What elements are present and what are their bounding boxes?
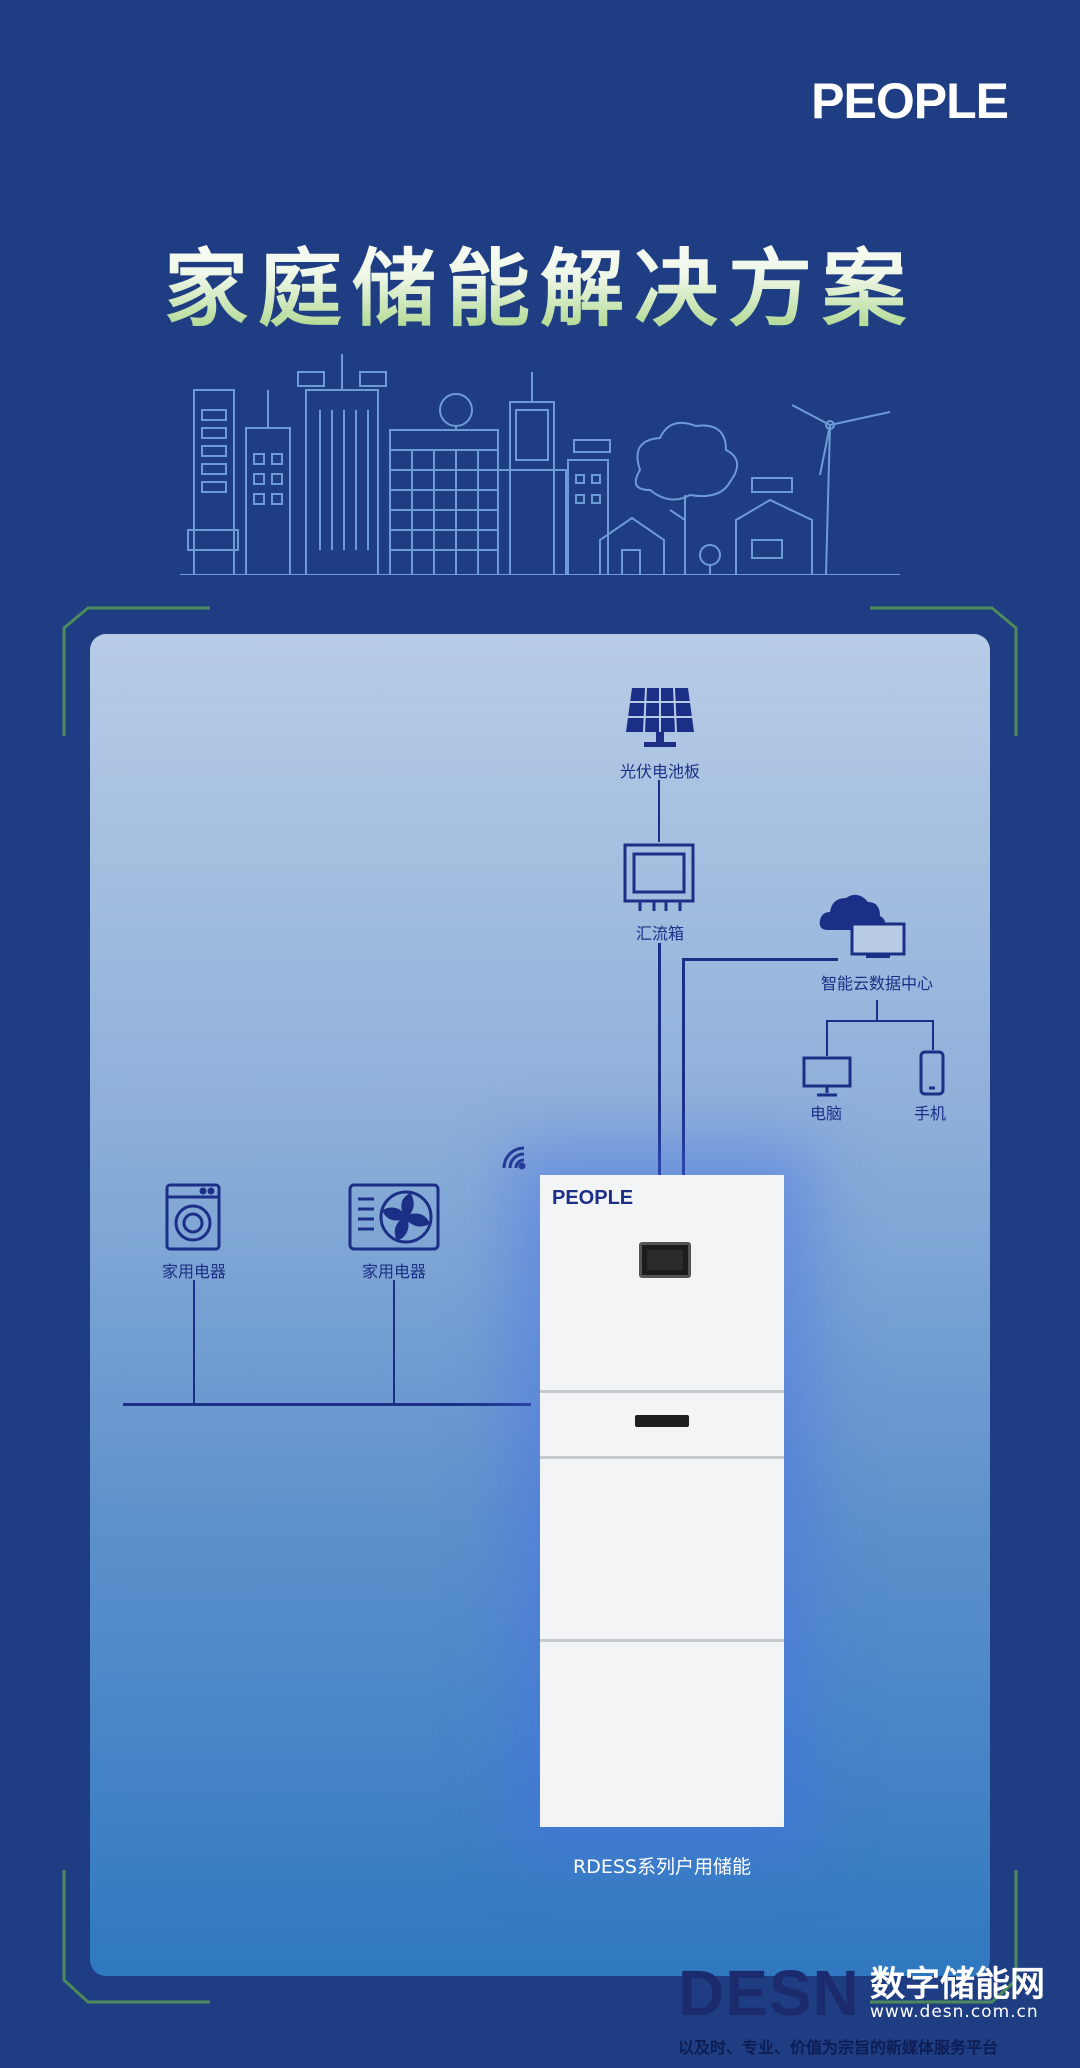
- product-caption: RDESS系列户用储能: [573, 1856, 751, 1878]
- product-seam: [540, 1639, 784, 1642]
- phone-icon: [919, 1050, 945, 1096]
- frame-corner-top-right: [870, 606, 1018, 736]
- watermark-name: 数字储能网: [870, 1965, 1046, 2005]
- wifi-icon: [502, 1146, 526, 1170]
- appliance2-label: 家用电器: [361, 1262, 426, 1281]
- line-home-bus: [123, 1403, 531, 1406]
- computer-icon: [802, 1056, 852, 1097]
- line-to-phone: [932, 1020, 934, 1050]
- ac-unit-icon: [348, 1183, 440, 1251]
- product-brand: PEOPLE: [552, 1187, 634, 1209]
- line-appliance2: [393, 1280, 395, 1404]
- product-display-screen: [639, 1242, 691, 1278]
- cloud-server-icon: [819, 894, 906, 958]
- product-seam: [540, 1390, 784, 1393]
- combiner-box-icon: [623, 843, 695, 911]
- page-title: 家庭储能解决方案: [0, 222, 1080, 343]
- appliance1-label: 家用电器: [161, 1262, 226, 1281]
- line-cloud-to-product: [682, 958, 685, 1177]
- phone-label: 手机: [913, 1104, 946, 1123]
- tall-tower: [297, 354, 387, 575]
- frame-corner-bottom-left: [62, 1870, 210, 2004]
- line-device-branch: [826, 1020, 934, 1022]
- house-tree: [599, 422, 738, 575]
- line-solar-to-combiner: [658, 780, 660, 842]
- city-skyline-illustration: [180, 354, 900, 575]
- brand-logo: PEOPLE: [811, 73, 1009, 129]
- product-indicator-panel: [635, 1415, 689, 1427]
- frame-corner-bottom-right: [870, 1870, 1018, 2004]
- grid-building: [389, 393, 499, 575]
- line-cloud-down: [876, 1000, 878, 1022]
- combiner-box-label: 汇流箱: [635, 924, 684, 943]
- product-seam: [540, 1456, 784, 1459]
- building-2: [245, 390, 291, 575]
- tower-left: [187, 389, 239, 575]
- energy-storage-unit: PEOPLE: [540, 1175, 784, 1827]
- cloud-center-label: 智能云数据中心: [820, 974, 933, 993]
- watermark-url: www.desn.com.cn: [870, 2002, 1039, 2022]
- mid-building: [567, 439, 611, 575]
- solar-house: [735, 477, 813, 575]
- line-cloud-horizontal: [682, 958, 838, 961]
- solar-panel-icon: [626, 687, 694, 747]
- computer-label: 电脑: [809, 1104, 842, 1123]
- washing-machine-icon: [165, 1183, 221, 1251]
- watermark-logo: DESN: [678, 1957, 860, 2029]
- frame-corner-top-left: [62, 606, 210, 736]
- solar-panel-label: 光伏电池板: [619, 762, 700, 781]
- watermark-slogan: 以及时、专业、价值为宗旨的新媒体服务平台: [678, 2038, 999, 2057]
- line-appliance1: [193, 1280, 195, 1404]
- line-to-computer: [826, 1020, 828, 1056]
- line-combiner-to-product: [658, 943, 661, 1177]
- wind-turbine: [791, 404, 891, 575]
- glass-tower: [497, 372, 567, 575]
